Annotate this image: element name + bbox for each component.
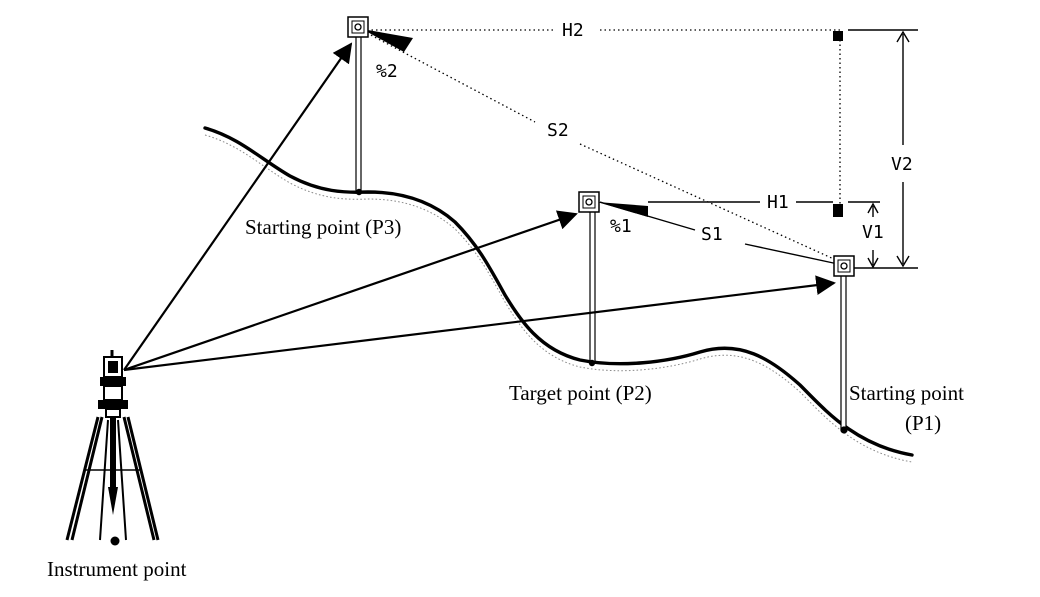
label-v1: V1 — [862, 222, 884, 243]
terrain — [203, 126, 914, 463]
label-s1: S1 — [701, 224, 723, 245]
prism-pole-p3 — [355, 35, 362, 193]
label-instrument-point: Instrument point — [47, 557, 187, 581]
sight-ray-p1 — [123, 275, 836, 372]
angle-wedge-1 — [597, 202, 648, 217]
measurement-lines — [366, 29, 918, 269]
sight-ray-p2 — [123, 210, 578, 372]
ground-point-p3 — [355, 188, 363, 196]
sight-rays — [123, 42, 836, 372]
label-starting-point-p1: Starting point — [849, 381, 964, 405]
label-starting-point-p3: Starting point (P3) — [245, 215, 401, 239]
label-v2: V2 — [891, 154, 913, 175]
label-h1: H1 — [767, 192, 789, 213]
angle-wedge-2 — [362, 29, 413, 52]
reflector-prism-icon — [578, 191, 600, 213]
instrument-ground-point — [110, 536, 120, 546]
total-station-tripod-icon — [65, 350, 160, 546]
prism-pole-p2 — [589, 209, 596, 363]
poles — [355, 35, 848, 434]
label-grade-1: %1 — [610, 216, 632, 237]
ground-point-p2 — [588, 359, 596, 367]
reflector-prism-icon — [347, 16, 369, 38]
label-h2: H2 — [562, 20, 584, 41]
sight-ray-p3 — [123, 42, 353, 371]
label-s2: S2 — [547, 120, 569, 141]
reflector-prism-icon — [833, 255, 855, 277]
label-target-point-p2: Target point (P2) — [509, 381, 652, 405]
label-p1: (P1) — [905, 411, 941, 435]
prism-pole-p1 — [840, 271, 847, 431]
ground-point-p1 — [840, 426, 848, 434]
ground-profile-line — [203, 126, 914, 457]
label-grade-2: %2 — [376, 61, 398, 82]
